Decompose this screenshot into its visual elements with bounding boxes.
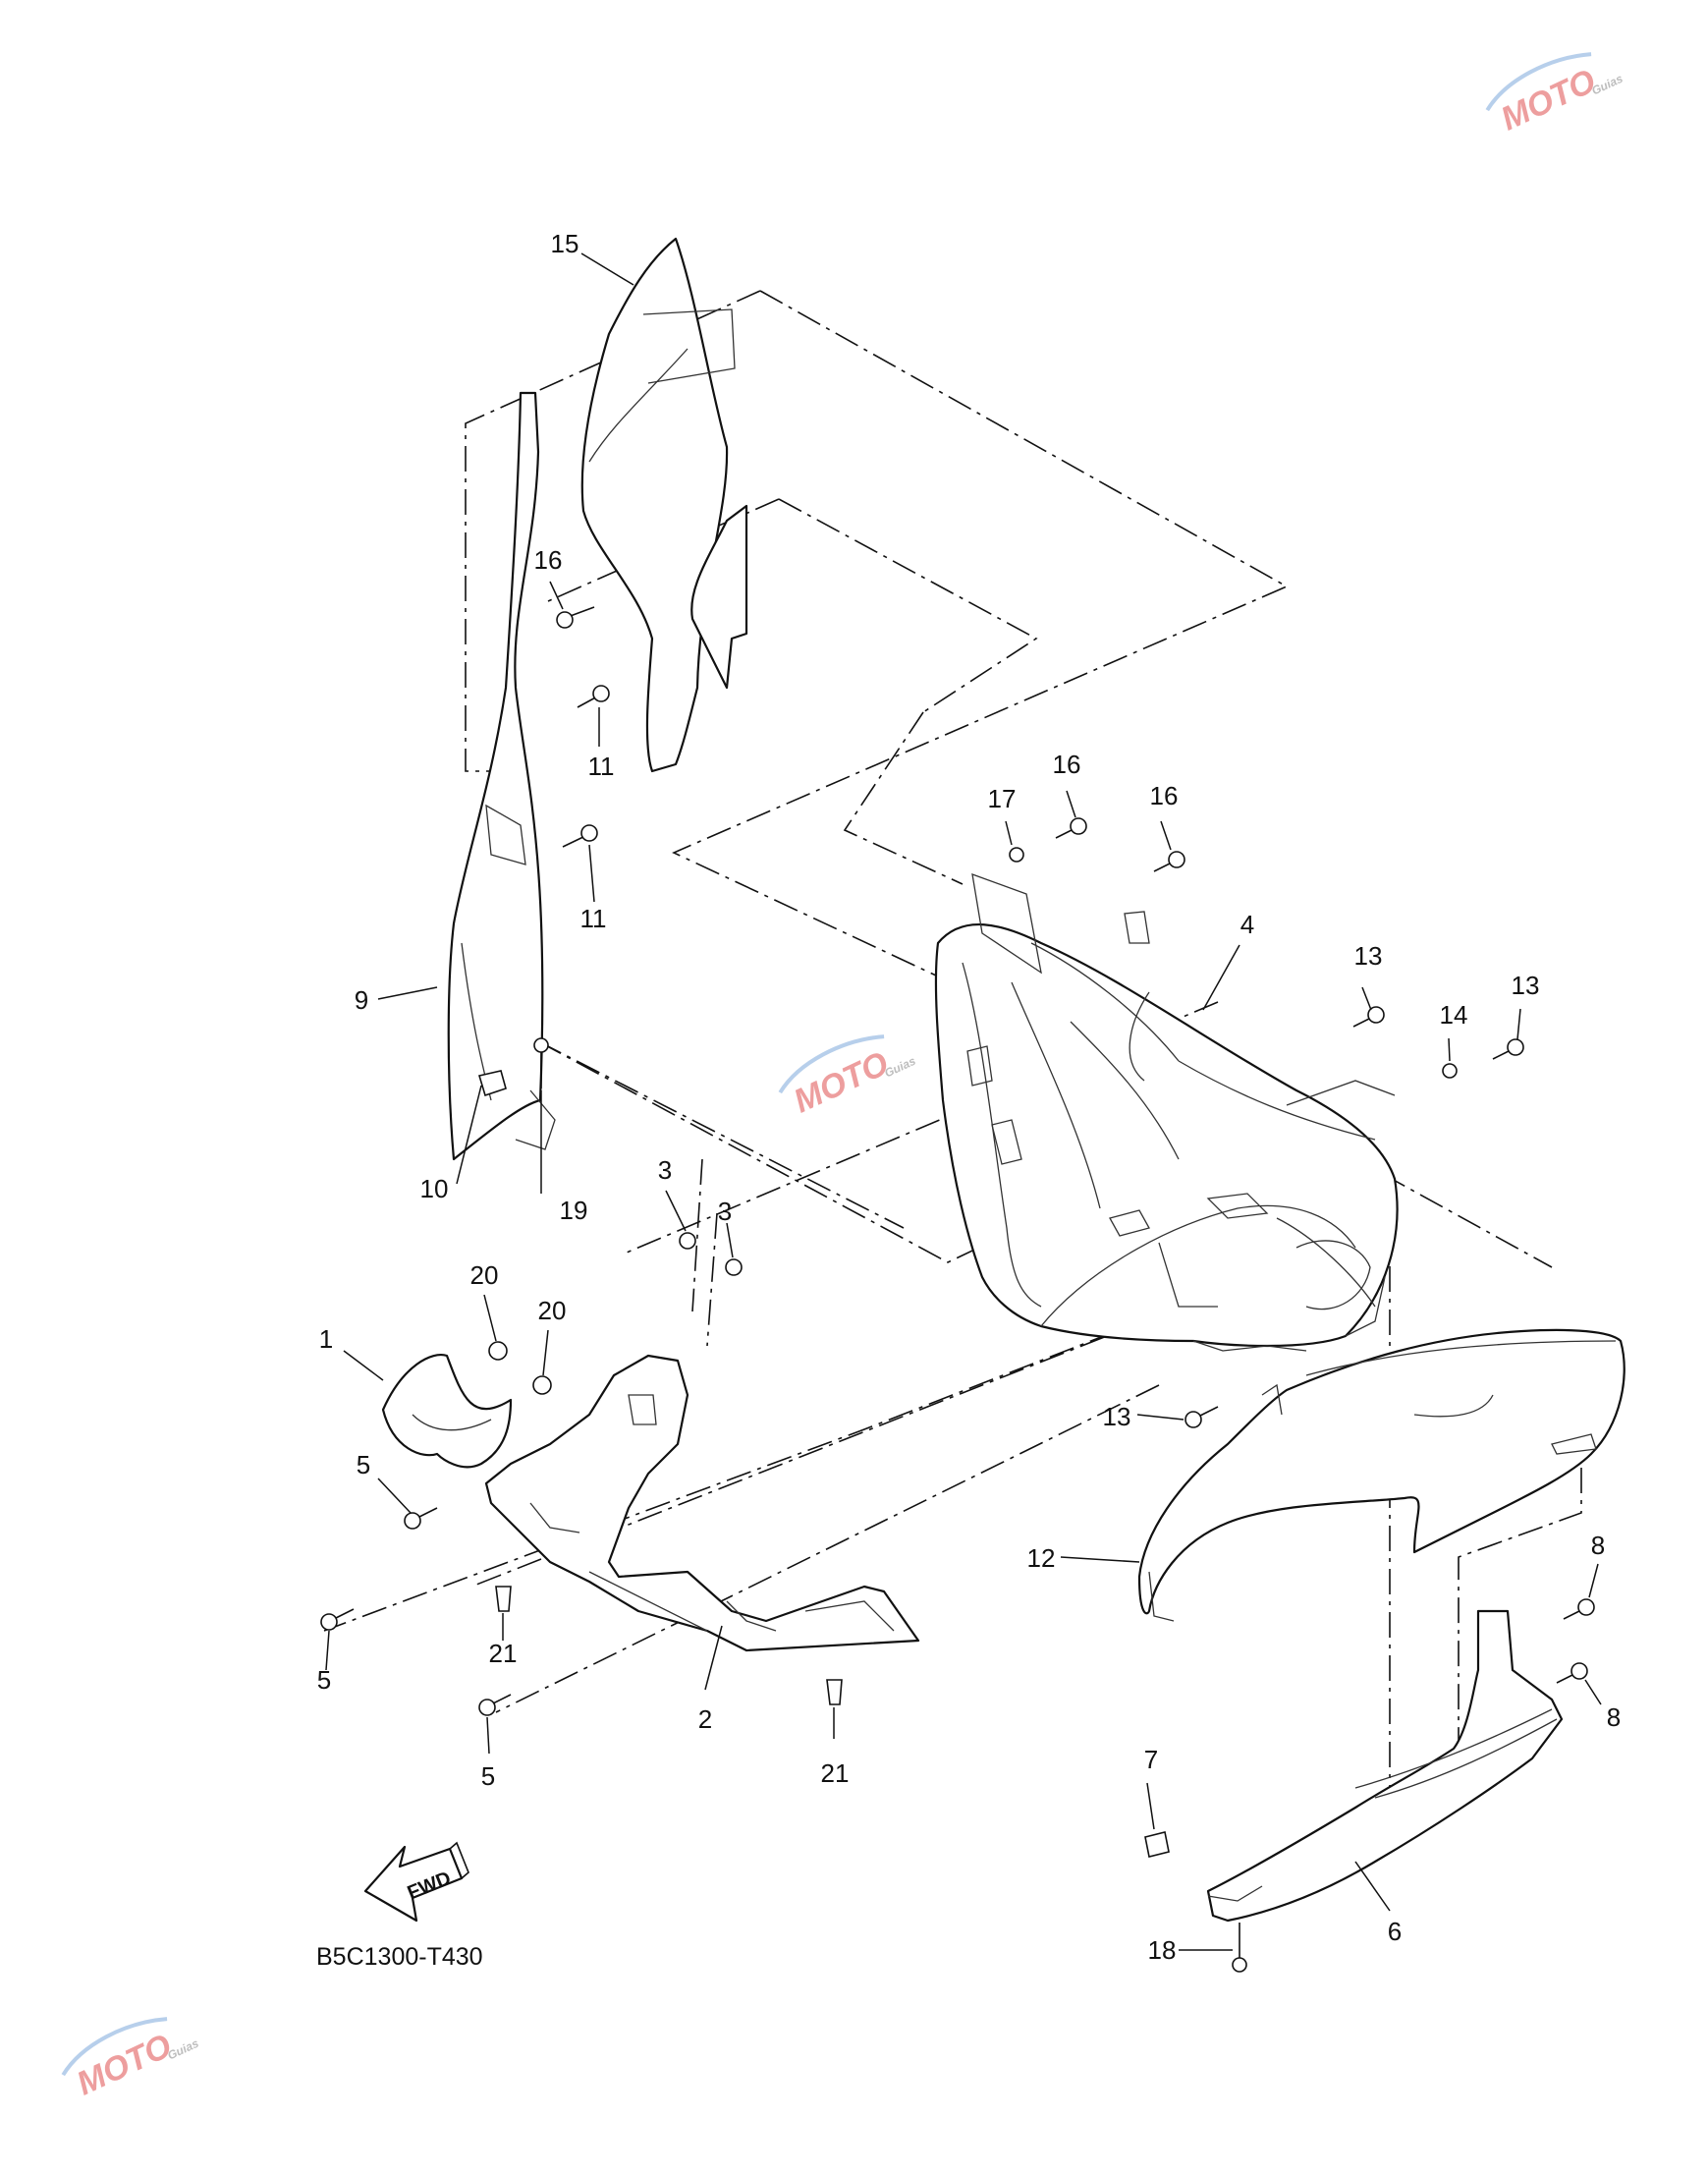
screw-18: [1232, 1923, 1247, 1973]
part-4-headlight-assembly: [934, 873, 1399, 1352]
callout-16: 16: [1150, 781, 1179, 810]
callout-4: 4: [1240, 910, 1254, 939]
part-9-inner-bracket: [447, 391, 556, 1161]
rivet-21b: [826, 1679, 843, 1705]
callout-21: 21: [489, 1639, 518, 1668]
watermark-subtext: Guias: [882, 1054, 917, 1081]
screw-8b: [1556, 1662, 1588, 1684]
callout-8: 8: [1591, 1531, 1605, 1560]
callout-3: 3: [718, 1197, 732, 1226]
nut-20b: [532, 1375, 552, 1395]
callout-10: 10: [420, 1174, 449, 1203]
callout-1: 1: [319, 1324, 333, 1354]
screw-5b: [320, 1608, 355, 1631]
washer-17: [1009, 847, 1024, 863]
watermark-logo-bottom-left: MOTO Guias: [61, 2017, 201, 2103]
callout-8: 8: [1607, 1702, 1621, 1732]
watermark-subtext: Guias: [165, 2036, 200, 2063]
part-15-upper-side-panel: [580, 237, 748, 773]
watermark-text: MOTO: [1495, 62, 1601, 138]
callout-7: 7: [1144, 1745, 1158, 1774]
assembly-lines: [323, 290, 1582, 1837]
screw-16c: [1153, 851, 1185, 872]
callout-3: 3: [658, 1155, 672, 1185]
callout-20: 20: [470, 1260, 499, 1290]
callout-13: 13: [1103, 1402, 1131, 1431]
watermark-logo-center: MOTO Guias: [778, 1034, 918, 1121]
hardware: [320, 606, 1595, 1973]
callout-11: 11: [580, 904, 607, 933]
screw-11b: [562, 824, 598, 848]
callout-16: 16: [534, 545, 563, 575]
screw-16b: [1055, 817, 1087, 839]
washer-14: [1442, 1063, 1458, 1079]
part-12-side-cowling: [1137, 1328, 1625, 1622]
screw-16a: [556, 606, 595, 629]
callout-14: 14: [1440, 1000, 1468, 1030]
watermark-logo-top-right: MOTO Guias: [1485, 52, 1625, 139]
watermark-text: MOTO: [788, 1044, 894, 1120]
screw-5a: [404, 1507, 438, 1530]
part-2-lower-stay: [484, 1354, 920, 1652]
screw-11a: [577, 685, 610, 708]
part-6-lower-side-panel: [1206, 1609, 1564, 1923]
callout-5: 5: [357, 1450, 370, 1479]
watermark-subtext: Guias: [1589, 72, 1625, 98]
screw-8a: [1563, 1598, 1595, 1620]
callout-17: 17: [988, 784, 1017, 813]
washer-3b: [725, 1258, 743, 1276]
callout-19: 19: [560, 1196, 588, 1225]
watermark-text: MOTO: [71, 2027, 177, 2102]
clip-10: [477, 1070, 507, 1097]
callout-11: 11: [588, 752, 615, 781]
callout-5: 5: [481, 1761, 495, 1791]
screw-13c: [1185, 1406, 1219, 1428]
part-1-small-cover: [381, 1354, 513, 1469]
callout-16: 16: [1053, 750, 1081, 779]
screw-13a: [1352, 1006, 1385, 1028]
callout-labels: 15 16 11 11 9 10 19 17 16 16 4 13 14 13 …: [317, 229, 1621, 1965]
callout-9: 9: [355, 985, 368, 1015]
fwd-arrow: FWD: [363, 1841, 469, 1923]
washer-3a: [679, 1232, 696, 1250]
callout-20: 20: [538, 1296, 567, 1325]
callout-21: 21: [821, 1758, 850, 1788]
rivet-21a: [495, 1586, 512, 1612]
callout-6: 6: [1388, 1917, 1402, 1946]
screw-5c: [478, 1694, 512, 1716]
screw-19: [533, 1037, 549, 1088]
callout-5: 5: [317, 1665, 331, 1695]
callout-18: 18: [1148, 1935, 1177, 1965]
screw-13b: [1492, 1038, 1524, 1060]
callout-13: 13: [1512, 971, 1540, 1000]
nut-20a: [488, 1341, 508, 1361]
callout-2: 2: [698, 1704, 712, 1734]
clip-7: [1144, 1831, 1170, 1858]
callout-13: 13: [1354, 941, 1383, 971]
leader-lines: [325, 252, 1602, 1951]
callout-12: 12: [1027, 1543, 1056, 1573]
diagram-code: B5C1300-T430: [316, 1943, 483, 1971]
callout-15: 15: [551, 229, 579, 258]
